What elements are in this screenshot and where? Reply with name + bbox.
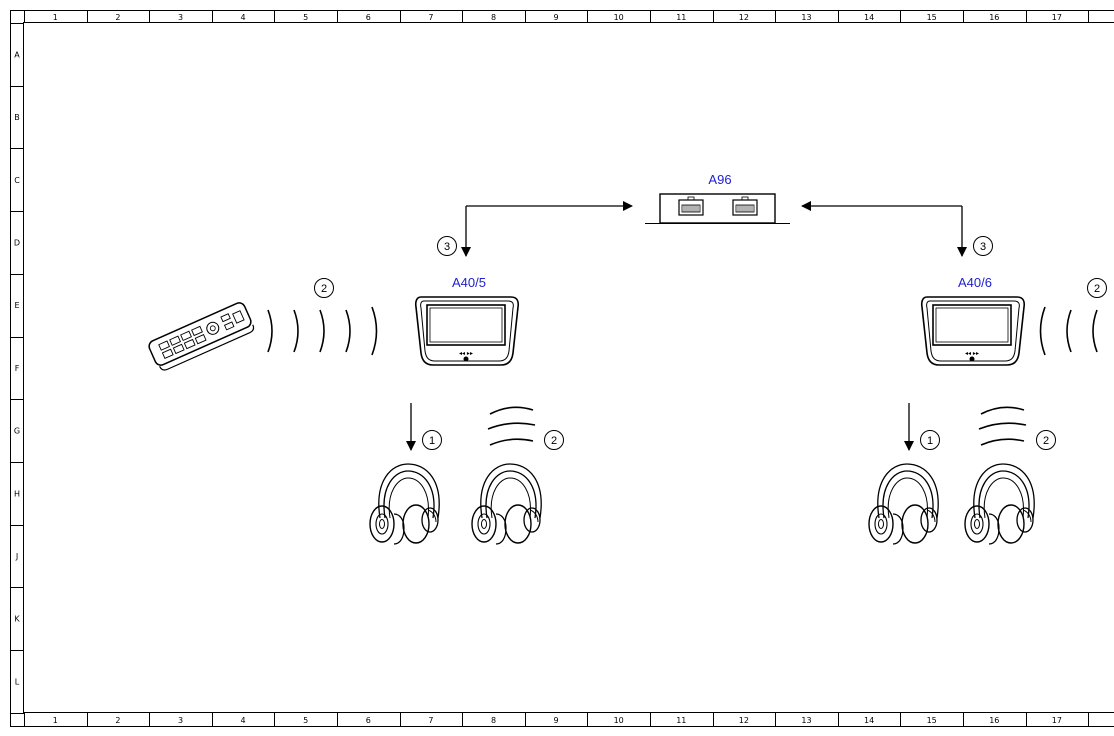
- display-unit-icon: [920, 296, 1026, 366]
- label-a40-5: A40/5: [452, 275, 486, 290]
- inner-frame: [23, 22, 1114, 713]
- grid-row-label: K: [14, 615, 20, 624]
- ir-wave-icon: [487, 406, 536, 446]
- connector-icon: [732, 196, 758, 216]
- grid-column-label: 10: [614, 716, 624, 725]
- grid-column-label: 13: [801, 716, 811, 725]
- grid-column-label: 11: [676, 716, 686, 725]
- remote-control-icon: [148, 302, 255, 371]
- grid-column-label: 16: [989, 13, 999, 22]
- grid-row-label: F: [15, 364, 20, 373]
- grid-row-label: H: [14, 489, 20, 498]
- grid-column-label: 2: [115, 13, 120, 22]
- callout-2-remote: 2: [314, 278, 334, 298]
- svg-text:3: 3: [980, 241, 986, 253]
- grid-row-label: L: [15, 677, 20, 686]
- label-a40-6: A40/6: [958, 275, 992, 290]
- headphones-icon: [471, 463, 542, 545]
- grid-column-label: 14: [864, 716, 874, 725]
- grid-column-label: 5: [303, 13, 308, 22]
- grid-column-label: 2: [115, 716, 120, 725]
- control-module-icon: [645, 193, 790, 224]
- grid-column-label: 11: [676, 13, 686, 22]
- grid-row-label: J: [15, 552, 18, 561]
- grid-column-label: 6: [366, 716, 371, 725]
- grid-column-label: 7: [428, 13, 433, 22]
- grid-column-label: 8: [491, 13, 496, 22]
- svg-text:2: 2: [1094, 283, 1100, 295]
- grid-column-label: 16: [989, 716, 999, 725]
- grid-column-label: 6: [366, 13, 371, 22]
- grid-column-label: 5: [303, 716, 308, 725]
- grid-column-label: 1: [53, 13, 58, 22]
- headphones-icon: [964, 463, 1035, 545]
- row-labels: A B C D E F G H J K L: [14, 50, 20, 686]
- grid-row-label: D: [14, 238, 20, 247]
- headphones-icon: [868, 463, 939, 545]
- ir-wave-icon: [978, 406, 1027, 446]
- callout-3-left: 3: [437, 236, 457, 256]
- connector-icon: [678, 196, 704, 216]
- grid-column-label: 1: [53, 716, 58, 725]
- grid-column-label: 14: [864, 13, 874, 22]
- grid-column-label: 17: [1052, 13, 1062, 22]
- callout-2-right: 2: [1036, 430, 1056, 450]
- column-ticks: [24, 11, 1089, 726]
- grid-column-label: 3: [178, 13, 183, 22]
- svg-text:2: 2: [1043, 435, 1049, 447]
- svg-text:1: 1: [927, 435, 933, 447]
- ir-wave-icon: [267, 306, 378, 356]
- grid-column-label: 4: [241, 13, 246, 22]
- grid-row-label: C: [14, 176, 20, 185]
- grid-column-label: 13: [801, 13, 811, 22]
- grid-column-label: 7: [428, 716, 433, 725]
- callout-3-right: 3: [973, 236, 993, 256]
- headphones-icon: [369, 463, 440, 545]
- grid-column-label: 9: [554, 716, 559, 725]
- callout-2-left: 2: [544, 430, 564, 450]
- grid-column-label: 4: [241, 716, 246, 725]
- grid-column-label: 9: [554, 13, 559, 22]
- grid-column-label: 15: [927, 13, 937, 22]
- svg-text:3: 3: [444, 241, 450, 253]
- grid-column-label: 12: [739, 716, 749, 725]
- grid-column-label: 12: [739, 13, 749, 22]
- grid-row-label: G: [14, 427, 20, 436]
- ir-wave-icon: [1039, 306, 1098, 356]
- callout-1-left: 1: [422, 430, 442, 450]
- svg-text:2: 2: [321, 283, 327, 295]
- display-unit-icon: [414, 296, 520, 366]
- grid-row-label: A: [14, 50, 20, 59]
- svg-text:1: 1: [429, 435, 435, 447]
- grid-column-label: 15: [927, 716, 937, 725]
- label-a96: A96: [708, 172, 731, 187]
- grid-row-label: E: [14, 301, 19, 310]
- grid-column-label: 10: [614, 13, 624, 22]
- grid-row-label: B: [14, 113, 20, 122]
- row-ticks: [11, 23, 24, 714]
- grid-column-label: 17: [1052, 716, 1062, 725]
- callout-2-right-edge: 2: [1087, 278, 1107, 298]
- callout-1-right: 1: [920, 430, 940, 450]
- grid-column-label: 8: [491, 716, 496, 725]
- svg-text:2: 2: [551, 435, 557, 447]
- outer-frame: [10, 10, 1114, 727]
- grid-column-label: 3: [178, 716, 183, 725]
